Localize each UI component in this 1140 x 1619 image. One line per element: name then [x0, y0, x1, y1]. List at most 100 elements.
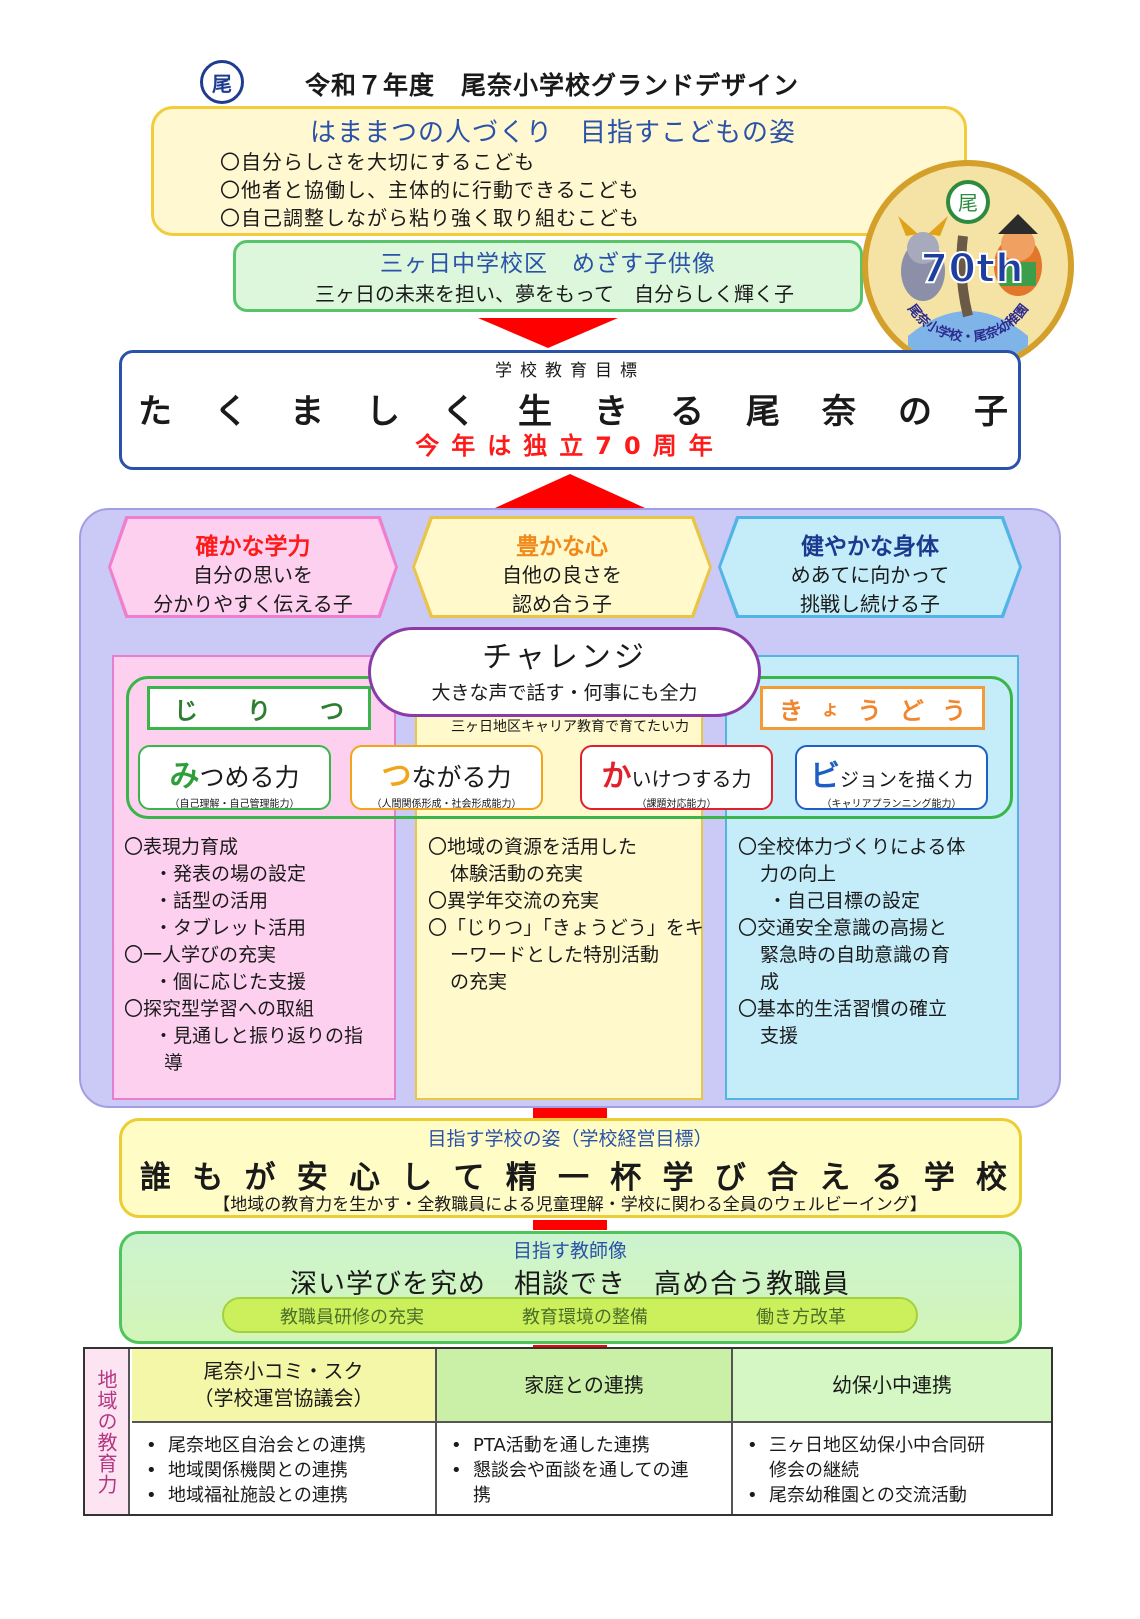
hamamatsu-item: 〇自分らしさを大切にするこども: [220, 150, 536, 174]
goal-char: し: [366, 392, 400, 432]
mikkabi-text: 三ヶ日の未来を担い、夢をもって 自分らしく輝く子: [315, 282, 794, 306]
hamamatsu-title: はままつの人づくり 目指すこどもの姿: [310, 118, 797, 148]
hamamatsu-item: 〇自己調整しながら粘り強く取り組むこども: [220, 206, 640, 230]
mgmt-char: 心: [349, 1160, 380, 1196]
challenge-bubble: チャレンジ 大きな声で話す・何事にも全力: [368, 627, 761, 717]
power-initial: ビ: [809, 759, 840, 794]
kyoudou-char: ど: [899, 696, 924, 725]
badge-70th-text: 70th: [920, 246, 1023, 292]
list-item: 〇「じりつ」「きょうどう」をキ: [428, 917, 704, 939]
list-item: ・自己目標の設定: [768, 890, 921, 912]
school-goal-main: た く ま し く 生 き る 尾 奈 の 子: [138, 384, 1008, 433]
teacher-label: 目指す教師像: [512, 1240, 627, 1262]
pillar-title: 豊かな心: [516, 534, 608, 560]
list-item-text: 尾奈幼稚園との交流活動: [769, 1485, 967, 1506]
connector-bar: [533, 1108, 607, 1118]
list-item: ・見通しと振り返りの指: [154, 1025, 364, 1047]
arrow-up-icon: [495, 474, 645, 508]
goal-char: ま: [290, 392, 324, 432]
list-item: 導: [164, 1052, 184, 1074]
list-item: 支援: [760, 1025, 799, 1047]
power-label: ジョンを描く力: [839, 769, 973, 791]
goal-char: 子: [974, 392, 1008, 432]
badge-emblem-text: 尾: [958, 191, 978, 215]
goal-char: の: [898, 392, 932, 432]
mgmt-char: 一: [558, 1160, 589, 1196]
kyoudou-label: き ょ う ど う: [760, 686, 985, 730]
table-header: 尾奈小コミ・スク （学校運営協議会）: [132, 1349, 435, 1423]
bullet: •: [747, 1435, 758, 1456]
community-side-label: 地域の教育力: [85, 1349, 130, 1514]
pillar-text: めあてに向かって: [790, 563, 950, 587]
bullet: •: [747, 1485, 758, 1506]
pillar-academic: 確かな学力 自分の思いを 分かりやすく伝える子: [108, 516, 398, 618]
bullet: •: [451, 1460, 462, 1481]
pillar-text: 自分の思いを: [193, 563, 313, 587]
table-header-line: （学校運営協議会）: [193, 1386, 374, 1410]
list-item: •地域関係機関との連携: [146, 1458, 427, 1483]
school-goal-label: 学校教育目標: [495, 361, 645, 381]
pillar-title: 健やかな身体: [801, 534, 939, 560]
list-item-text: 尾奈地区自治会との連携: [168, 1435, 366, 1456]
mikkabi-box: [233, 240, 863, 312]
list-item: 力の向上: [760, 863, 837, 885]
hamamatsu-box: [151, 106, 967, 236]
body-list: 〇全校体力づくりによる体 力の向上 ・自己目標の設定 〇交通安全意識の高揚と 緊…: [738, 834, 1014, 1050]
bullet: •: [451, 1435, 462, 1456]
mgmt-char: が: [244, 1160, 276, 1196]
academic-list: 〇表現力育成 ・発表の場の設定 ・話型の活用 ・タブレット活用 〇一人学びの充実…: [124, 834, 390, 1077]
mgmt-char: 安: [296, 1160, 328, 1196]
list-item: 緊急時の自助意識の育: [760, 944, 951, 966]
anniversary-note: 今年は独立70周年: [415, 432, 725, 460]
table-header-line: 尾奈小コミ・スク: [203, 1359, 364, 1383]
teacher-focus-item: 教育環境の整備: [522, 1307, 648, 1328]
power-sub: （自己理解・自己管理能力）: [169, 799, 300, 810]
pillar-body: 健やかな身体 めあてに向かって 挑戦し続ける子: [718, 516, 1022, 618]
school-management-box: [119, 1118, 1022, 1218]
list-item: •PTA活動を通した連携: [451, 1433, 723, 1458]
list-item: 〇異学年交流の充実: [428, 890, 600, 912]
mgmt-char: 杯: [610, 1160, 642, 1196]
power-initial: か: [601, 759, 632, 794]
hamamatsu-item: 〇他者と協働し、主体的に行動できるこども: [220, 178, 640, 202]
list-item: • 地域福祉施設との連携: [146, 1483, 427, 1508]
power-label: いけつする力: [631, 767, 752, 791]
list-item: 〇全校体力づくりによる体: [738, 836, 966, 858]
kyoudou-char: ょ: [821, 699, 840, 720]
power-label: つめる力: [199, 763, 300, 792]
teacher-focus-bar: [222, 1297, 918, 1333]
list-item: 〇基本的生活習慣の確立: [738, 998, 948, 1020]
teacher-focus-item: 教職員研修の充実: [280, 1307, 424, 1328]
mikkabi-title: 三ヶ日中学校区 めざす子供像: [380, 251, 716, 277]
school-management-label: 目指す学校の姿（学校経営目標）: [427, 1128, 713, 1150]
pillar-title: 確かな学力: [195, 534, 311, 560]
bullet: •: [146, 1485, 157, 1506]
heart-list: 〇地域の資源を活用した 体験活動の充実 〇異学年交流の充実 〇「じりつ」「きょう…: [428, 834, 704, 996]
list-item: 成: [760, 971, 780, 993]
table-header-line: 幼保小中連携: [832, 1372, 952, 1397]
list-item-text: 地域福祉施設との連携: [168, 1485, 348, 1506]
career-label: 三ヶ日地区キャリア教育で育てたい力: [451, 719, 689, 735]
mgmt-char: 精: [505, 1160, 537, 1196]
mgmt-char: え: [819, 1160, 851, 1196]
power-sub: （課題対応能力）: [636, 799, 717, 810]
challenge-text: 大きな声で話す・何事にも全力: [431, 682, 698, 704]
school-logo-text: 尾: [212, 71, 232, 96]
mgmt-char: 校: [976, 1160, 1007, 1196]
list-item: •三ヶ日地区幼保小中合同研: [747, 1433, 1043, 1458]
connector-bar: [533, 1220, 607, 1230]
teacher-main: 深い学びを究め 相談でき 高め合う教職員: [290, 1269, 850, 1300]
power-tsunagaru: つながる力 （人間関係形成・社会形成能力）: [350, 745, 543, 810]
jiritsu-label: じ り つ: [147, 686, 371, 730]
mgmt-char: 合: [767, 1160, 798, 1196]
table-header-line: 家庭との連携: [524, 1372, 644, 1397]
arrow-down-icon: [478, 318, 618, 348]
mgmt-char: 学: [662, 1160, 694, 1196]
kyoudou-char: き: [779, 696, 803, 725]
badge-illustration: 尾 70th 尾奈小学校・尾奈幼稚園: [898, 180, 1042, 366]
jiritsu-char: じ: [174, 696, 198, 725]
list-item: ・個に応じた支援: [154, 971, 307, 993]
power-mitsumeru: みつめる力 （自己理解・自己管理能力）: [138, 745, 331, 810]
power-sub: （キャリアプランニング能力）: [821, 799, 962, 810]
mgmt-char: る: [871, 1160, 903, 1196]
